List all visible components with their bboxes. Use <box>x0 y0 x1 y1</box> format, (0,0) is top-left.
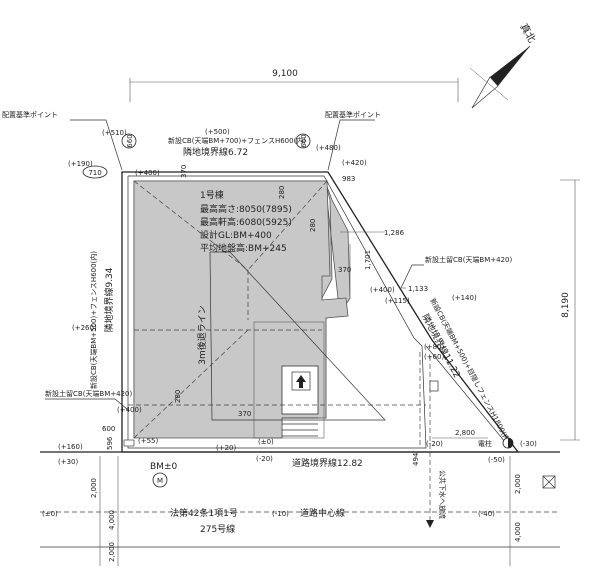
north-mark: N <box>505 65 510 73</box>
drain-arrow-icon <box>426 520 434 528</box>
dim-top-width: 9,100 <box>272 69 298 79</box>
building-avg-ground: 平均地盤高:BM+245 <box>200 242 287 254</box>
circle-660-right: 660 <box>300 134 308 147</box>
dim-1286: 1,286 <box>384 229 405 237</box>
top-dimension-line: 9,100 <box>129 69 459 102</box>
dim-280a: 280 <box>278 186 286 199</box>
bm-label: BM±0 <box>150 462 177 472</box>
dim-1133: 1,133 <box>408 285 428 293</box>
entrance-stairs <box>253 321 325 439</box>
ref-point-left: 配置基準ポイント <box>2 110 58 119</box>
north-arrow-icon: 真北 N <box>469 21 539 109</box>
right-dimension-line: 8,190 <box>560 179 580 441</box>
dim-left-2000b: 2,000 <box>108 542 116 562</box>
dim-right-2000: 2,000 <box>514 474 522 494</box>
circle-710: 710 <box>88 169 101 177</box>
dim-right-4000: 4,000 <box>514 522 522 542</box>
dim-right-height: 8,190 <box>561 292 571 318</box>
drain-label: 公共下水へ放流 <box>438 470 447 519</box>
site-boundary-inner <box>127 175 427 449</box>
left-retaining-leader <box>45 398 129 411</box>
left-fence-label: 新設CB(天端BM+500)+フェンスH600(内) <box>89 251 98 389</box>
level-pm0a: (±0) <box>258 438 274 446</box>
right-fence-label: 新設CB(天端BM+500)+目隠しフェンスH1800(内) <box>428 297 513 446</box>
level-p420a: (+420) <box>342 159 367 167</box>
top-boundary-label: 隣地境界線6.72 <box>183 146 248 158</box>
right-retaining-label: 新設土留CB(天端BM+420) <box>425 255 512 264</box>
road-boundary-label: 道路境界線12.82 <box>292 457 363 469</box>
pole-label: 電柱 <box>478 439 492 448</box>
boundary-inner-diag <box>425 345 511 449</box>
dim-1701: 1,701 <box>364 250 372 270</box>
ref-leader-right <box>327 119 375 171</box>
level-p160: (+160) <box>58 443 83 451</box>
top-fence-label: 新設CB(天端BM+700)+フェンスH600(内) <box>168 136 306 145</box>
level-p80: (+80) <box>424 343 445 351</box>
meter-box-icon <box>429 380 439 392</box>
dim-370c: 370 <box>238 410 251 418</box>
dim-2800: 2,800 <box>455 429 475 437</box>
level-p30a: (+30) <box>58 458 79 466</box>
ref-leader-left <box>70 119 123 171</box>
level-m50: (-50) <box>488 456 505 464</box>
building-name: 1号棟 <box>200 189 224 201</box>
road-law-label: 法第42条1項1号 <box>170 507 238 519</box>
dim-494: 494 <box>412 452 420 466</box>
right-retaining-leader <box>399 264 424 291</box>
bm-mark: M <box>157 477 163 485</box>
road-name-label: 275号線 <box>200 523 235 535</box>
ref-circle-right <box>295 133 311 149</box>
dim-280c: 280 <box>174 390 182 403</box>
circle-660-left: 660 <box>126 134 134 147</box>
setback-line <box>209 251 386 421</box>
level-p115: (+115) <box>385 297 410 305</box>
manhole-icon <box>542 475 556 489</box>
road-lines <box>40 451 560 548</box>
building-info: 1号棟 最高高さ:8050(7895) 最高軒高:6080(5925) 設計GL… <box>200 189 292 254</box>
dim-600: 600 <box>102 425 115 433</box>
dim-left-4000: 4,000 <box>108 510 116 530</box>
dim-370b: 370 <box>338 266 351 274</box>
level-m30: (-30) <box>520 440 537 448</box>
level-p400b: (+400) <box>370 286 395 294</box>
left-retaining-label: 新設土留CB(天端BM+420) <box>45 389 132 398</box>
north-label: 真北 <box>517 21 538 45</box>
bm-circle-icon <box>152 472 168 488</box>
level-p190: (+190) <box>68 160 93 168</box>
building-max-height: 最高高さ:8050(7895) <box>200 203 292 215</box>
dim-left-2000a: 2,000 <box>90 478 98 498</box>
level-marker <box>123 439 135 447</box>
dim-596: 596 <box>106 436 114 450</box>
level-m10: (-10) <box>272 510 289 518</box>
level-p55: (+55) <box>138 437 159 445</box>
level-p140: (+140) <box>452 294 477 302</box>
level-p20: (+20) <box>216 444 237 452</box>
building-max-eave: 最高軒高:6080(5925) <box>200 216 292 228</box>
level-pm0b: (±0) <box>42 510 58 518</box>
level-p500: (+500) <box>205 128 230 136</box>
level-p260: (+260) <box>72 324 97 332</box>
level-m40: (-40) <box>478 510 495 518</box>
dim-280b: 280 <box>309 219 317 232</box>
level-m20b: (-20) <box>426 440 443 448</box>
road-center-label: 道路中心線 <box>300 507 345 519</box>
ref-circle-left <box>121 133 137 149</box>
roof-lines <box>133 180 328 439</box>
level-p400c: (+400) <box>117 406 142 414</box>
level-p480: (+480) <box>316 144 341 152</box>
building-design-gl: 設計GL:BM+400 <box>200 229 272 241</box>
dim-370a: 370 <box>180 165 188 178</box>
level-p60: (+60) <box>424 353 445 361</box>
level-annotations: (+510) (+500) (+480) (+190) (+420) (+400… <box>42 128 537 518</box>
ref-circle-710 <box>82 165 108 179</box>
left-boundary-label: 隣地境界線9.34 <box>103 267 115 332</box>
ref-point-right: 配置基準ポイント <box>325 110 381 119</box>
level-m20a: (-20) <box>256 455 273 463</box>
level-p400a: (+400) <box>135 169 160 177</box>
level-p510: (+510) <box>102 129 127 137</box>
dim-983: 983 <box>342 175 355 183</box>
setback-line-label: 3m後退ライン <box>196 305 208 365</box>
